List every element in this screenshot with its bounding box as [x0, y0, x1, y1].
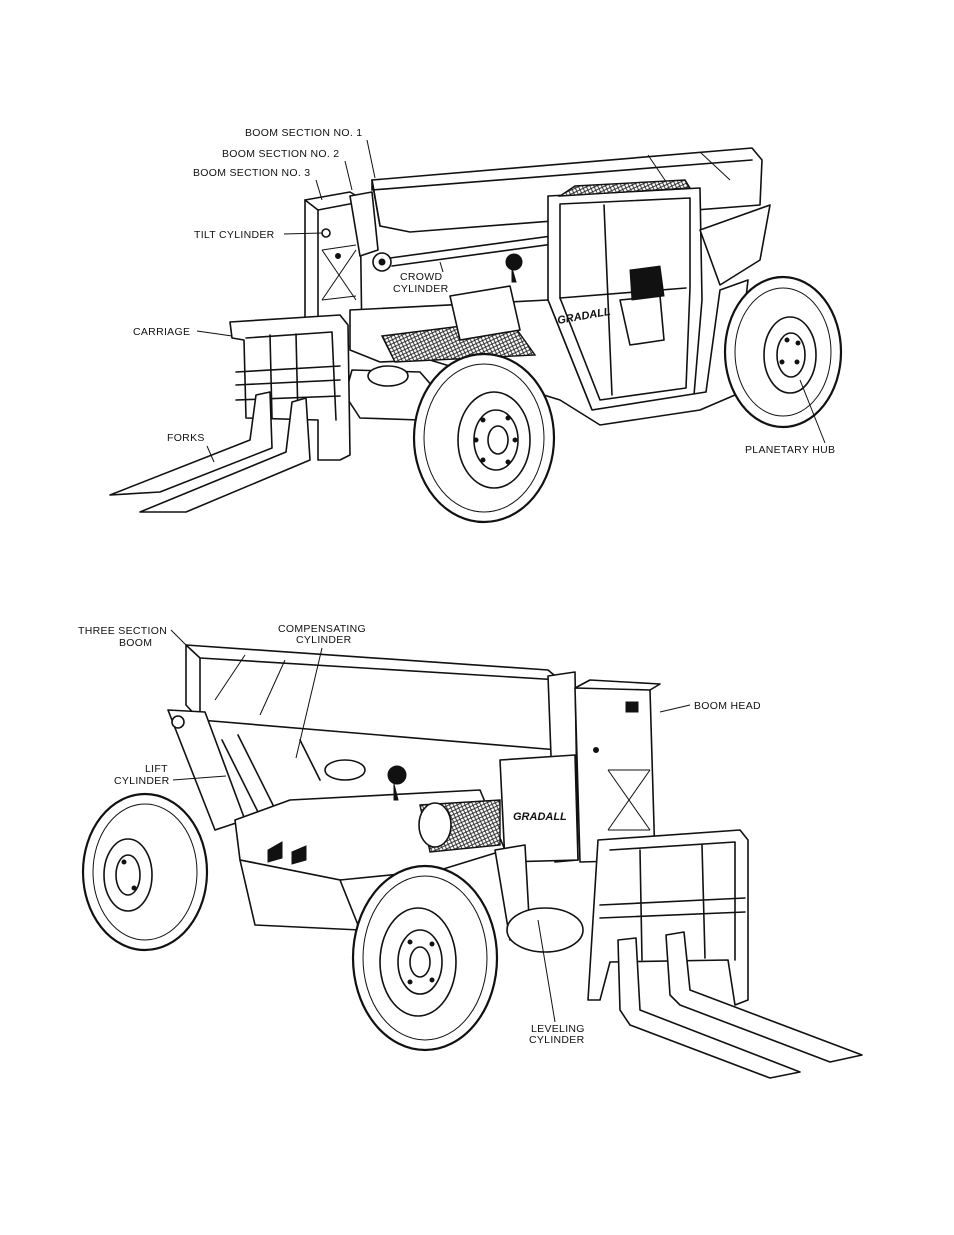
front-tire-top: [414, 354, 554, 522]
label-crowd-cylinder-2: CYLINDER: [393, 283, 449, 295]
brand-logo-bottom: GRADALL: [513, 811, 567, 823]
leader-boom-section-2: [345, 161, 352, 190]
leader-carriage: [197, 331, 232, 336]
rear-tire-top: [725, 277, 841, 427]
label-three-section-boom-1: THREE SECTION: [78, 625, 167, 637]
label-boom-section-1: BOOM SECTION NO. 1: [245, 127, 362, 139]
label-planetary-hub: PLANETARY HUB: [745, 444, 835, 456]
label-leveling-cylinder-2: CYLINDER: [529, 1034, 585, 1046]
leader-boom-section-1: [367, 140, 375, 178]
label-boom-section-2: BOOM SECTION NO. 2: [222, 148, 339, 160]
label-lift-cylinder-1: LIFT: [145, 763, 168, 775]
forklift-front-view: GRADALL: [110, 148, 841, 522]
label-three-section-boom-2: BOOM: [119, 637, 152, 649]
label-carriage: CARRIAGE: [133, 326, 190, 338]
front-tire-bottom: [353, 866, 497, 1050]
label-forks: FORKS: [167, 432, 205, 444]
leader-three-section-boom: [171, 630, 186, 645]
label-boom-head: BOOM HEAD: [694, 700, 761, 712]
label-crowd-cylinder-1: CROWD: [400, 271, 442, 283]
label-lift-cylinder-2: CYLINDER: [114, 775, 170, 787]
label-tilt-cylinder: TILT CYLINDER: [194, 229, 275, 241]
rear-tire-bottom: [83, 794, 207, 950]
leader-boom-head: [660, 705, 690, 712]
label-boom-section-3: BOOM SECTION NO. 3: [193, 167, 310, 179]
label-compensating-cylinder-2: CYLINDER: [296, 634, 352, 646]
